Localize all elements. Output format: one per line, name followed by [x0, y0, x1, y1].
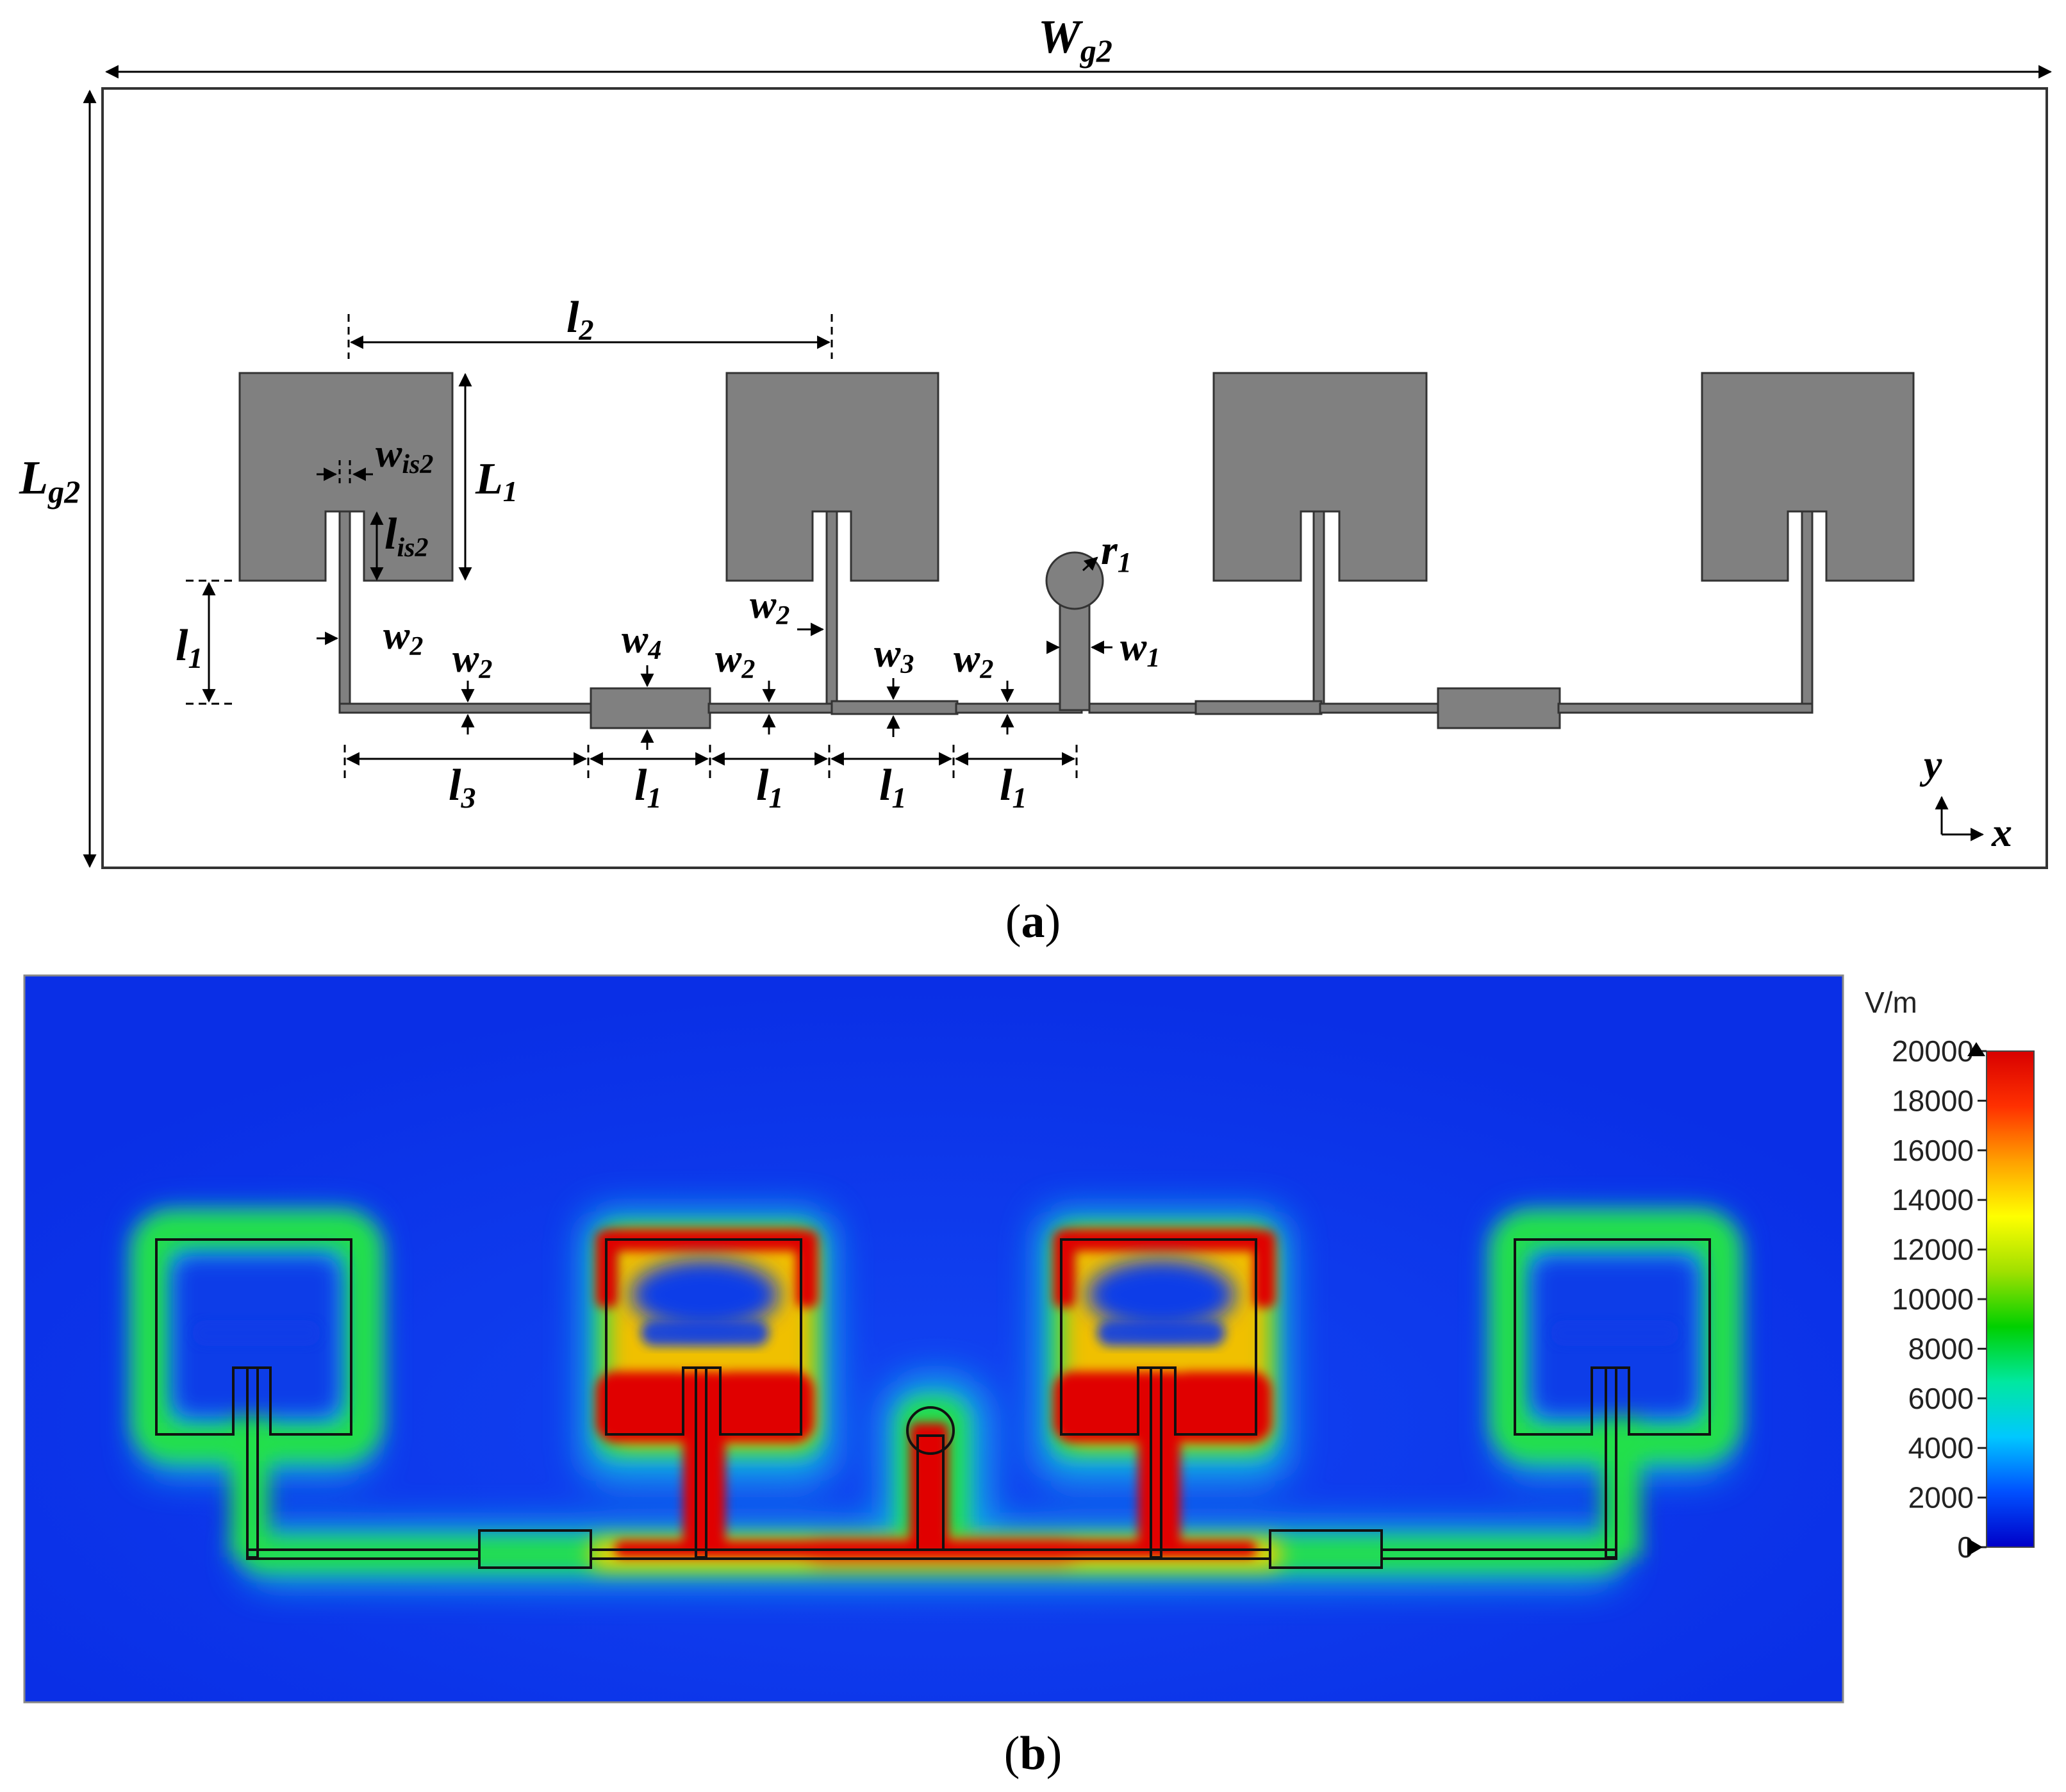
colorbar: V/m 20000 18000 16000 14000 12000 10000 8000 60…: [1865, 986, 2035, 1564]
inset-feed-3: [1312, 510, 1325, 714]
colorbar-gradient: [1986, 1050, 2035, 1548]
wg2-label: Wg2: [1038, 11, 1112, 69]
line-right-outer: [1557, 702, 1814, 714]
structure-outlines: [155, 1238, 1711, 1569]
colorbar-tick-label: 12000: [1892, 1233, 1974, 1266]
colorbar-unit: V/m: [1865, 986, 1917, 1019]
gap-cores: [192, 1320, 1679, 1346]
l2-label: l2: [566, 293, 593, 346]
r1-label: r1: [1101, 527, 1132, 578]
dimension-arrows: [202, 335, 1985, 842]
line-w3-left: [831, 700, 959, 715]
lg2-label: Lg2: [19, 452, 80, 510]
caption-b: (b): [1004, 1727, 1062, 1780]
w2-left-label: w2: [383, 614, 423, 661]
l1-b1-label: l1: [634, 761, 661, 814]
colorbar-tick-label: 4000: [1908, 1431, 1974, 1464]
colorbar-ticks: 20000 18000 16000 14000 12000 10000 8000 6000 40…: [1892, 1034, 1987, 1564]
colorbar-tick-label: 10000: [1892, 1282, 1974, 1316]
colorbar-tick-label: 8000: [1908, 1332, 1974, 1365]
patch-2: [725, 372, 939, 582]
l1-left-label: l1: [176, 621, 202, 674]
inner-patch-cores: [631, 1259, 1235, 1330]
caption-a: (a): [1005, 895, 1061, 948]
w2-line-label: w2: [452, 637, 492, 684]
inset-feed-2: [825, 510, 838, 714]
colorbar-tick-label: 16000: [1892, 1134, 1974, 1167]
colorbar-tick-label: 6000: [1908, 1382, 1974, 1415]
colorbar-tick-label: 20000: [1892, 1034, 1974, 1068]
guides: [186, 314, 1078, 781]
w2-right-label: w2: [954, 637, 993, 684]
quarter-wave-left: [590, 687, 711, 729]
patch-1: [238, 372, 454, 582]
feed-network: [338, 510, 1814, 729]
antenna-patches: [238, 372, 1915, 582]
inset-feed-4: [1801, 510, 1814, 714]
field-plot-border: [23, 974, 1844, 1704]
inset-feed-1: [338, 510, 351, 714]
quarter-wave-right: [1437, 687, 1561, 729]
wis2-label: wis2: [376, 432, 433, 479]
colorbar-tick-label: 18000: [1892, 1084, 1974, 1117]
L1-label: L1: [475, 454, 518, 508]
line-center-right: [1088, 702, 1198, 714]
colorbar-tick-label: 2000: [1908, 1481, 1974, 1514]
colorbar-min-marker: [1967, 1538, 1983, 1556]
center-stub: [1059, 595, 1091, 711]
w2-mid-label: w2: [715, 637, 755, 684]
colorbar-tick-label: 14000: [1892, 1183, 1974, 1216]
l1-b2-label: l1: [756, 761, 783, 814]
w4-label: w4: [622, 618, 661, 665]
lis2-label: lis2: [384, 510, 428, 563]
l1-b4-label: l1: [1000, 761, 1027, 814]
axis-x-label: x: [1991, 809, 2012, 855]
line-right-inner: [1319, 702, 1441, 714]
field-plot: [24, 975, 1843, 1702]
line-w3-right: [1194, 700, 1323, 715]
patch-3: [1212, 372, 1428, 582]
l3-label: l3: [449, 761, 475, 814]
line-left-outer: [338, 702, 593, 714]
line-left-inner: [707, 702, 833, 714]
l1-b3-label: l1: [879, 761, 906, 814]
w3-label: w3: [874, 632, 914, 679]
colorbar-max-marker: [1967, 1042, 1985, 1056]
panel-b: V/m 20000 18000 16000 14000 12000 10000 8000 60…: [23, 974, 2035, 1780]
panel-a: Wg2 Lg2: [19, 11, 2053, 948]
w1-label: w1: [1120, 626, 1160, 673]
w2-top-label: w2: [750, 583, 789, 631]
dimension-labels: l2 L1 wis2 lis2 r1 l1 w2 w2 w4 w2 w2 w3 …: [176, 293, 2012, 855]
patch-4: [1701, 372, 1915, 582]
